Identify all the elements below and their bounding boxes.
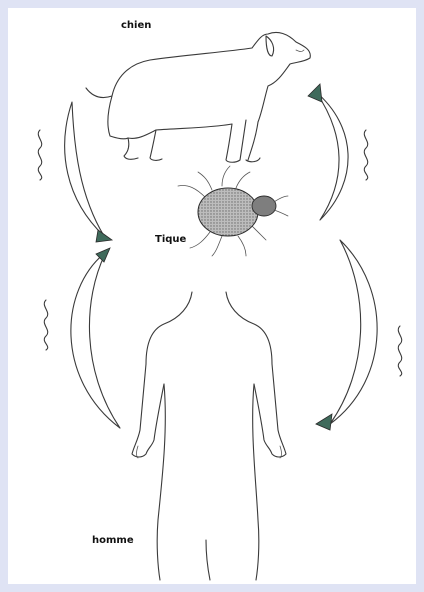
cycle-arrow [65,102,112,242]
wave-squiggle [364,130,367,180]
tick-label: Tique [155,234,186,245]
dog-label: chien [121,20,151,31]
cycle-arrow [71,248,120,428]
human-label: homme [92,535,134,546]
dog-drawing [86,32,310,162]
tick-drawing [178,166,288,256]
human-drawing [132,292,286,580]
wave-squiggle [38,130,41,180]
cycle-arrow [316,240,377,430]
wave-squiggle [44,300,47,350]
wave-squiggle [398,326,401,376]
cycle-arrow [308,84,348,220]
